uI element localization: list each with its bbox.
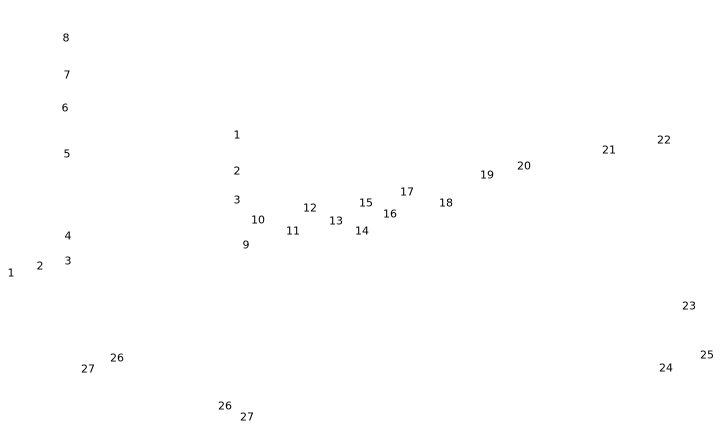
point-label: 25: [700, 348, 714, 362]
point-label: 13: [329, 214, 343, 228]
point-label: 12: [303, 201, 317, 215]
point-label: 2: [36, 259, 44, 273]
point-label: 1: [233, 128, 241, 142]
point-label: 15: [359, 196, 373, 210]
point-label: 10: [251, 213, 265, 227]
point-label: 4: [64, 229, 72, 243]
point-label: 26: [218, 399, 232, 413]
point-label: 6: [61, 101, 69, 115]
point-label: 8: [62, 31, 70, 45]
point-label: 23: [682, 299, 696, 313]
point-label: 27: [81, 362, 95, 376]
point-label: 5: [63, 147, 71, 161]
point-label: 22: [657, 133, 671, 147]
point-label: 17: [400, 185, 414, 199]
point-label: 19: [480, 168, 494, 182]
point-label: 7: [63, 68, 71, 82]
point-label: 9: [242, 238, 250, 252]
point-label: 2: [233, 164, 241, 178]
point-label: 24: [659, 361, 673, 375]
point-label: 27: [240, 410, 254, 424]
point-label: 26: [110, 351, 124, 365]
point-label: 18: [439, 196, 453, 210]
point-label: 11: [286, 224, 300, 238]
point-label: 3: [64, 254, 72, 268]
point-label: 14: [355, 224, 369, 238]
point-label: 20: [517, 159, 531, 173]
point-label: 21: [602, 143, 616, 157]
point-label: 1: [7, 266, 15, 280]
point-label: 16: [383, 207, 397, 221]
point-label: 3: [233, 193, 241, 207]
